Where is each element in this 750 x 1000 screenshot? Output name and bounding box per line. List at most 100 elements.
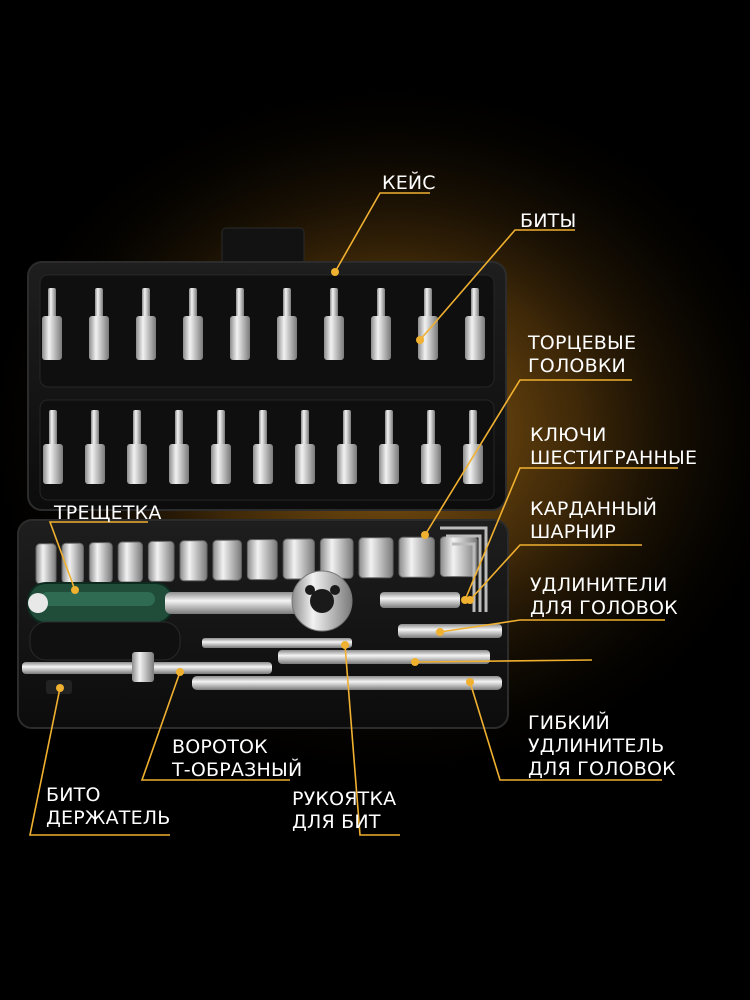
leader-dot (466, 596, 474, 604)
leader-dots (56, 268, 474, 692)
bit-socket (43, 444, 63, 484)
bit-tip (343, 410, 351, 446)
sockets-row (35, 536, 478, 585)
label-bits: БИТЫ (520, 210, 577, 232)
bit-handle-tool (29, 621, 181, 661)
leader-dot (56, 684, 64, 692)
label-case: КЕЙС (382, 172, 436, 194)
extension-mid (278, 650, 490, 664)
leader-dot (416, 336, 424, 344)
socket (35, 543, 57, 585)
label-hex-keys: КЛЮЧИ ШЕСТИГРАННЫЕ (530, 424, 698, 469)
bits-row-top (42, 288, 485, 360)
socket (358, 537, 394, 579)
socket (398, 536, 435, 578)
socket (246, 539, 278, 581)
label-t-handle: ВОРОТОК Т-ОБРАЗНЫЙ (172, 736, 303, 781)
bit-tip (175, 410, 183, 446)
socket (282, 538, 315, 580)
bit-socket (211, 444, 231, 484)
leader-dot (176, 668, 184, 676)
bit-socket (418, 316, 438, 360)
leader-line (419, 229, 575, 341)
bit-socket (253, 444, 273, 484)
extension-short-a (380, 592, 460, 608)
leader-line (334, 192, 430, 273)
t-handle-slider (132, 652, 154, 682)
hex-keys (440, 526, 488, 612)
leader-line (344, 644, 400, 836)
bit-tip (48, 288, 56, 318)
bit-tip (283, 288, 291, 318)
leader-lines (29, 192, 678, 836)
bit-socket (465, 316, 485, 360)
socket (117, 541, 143, 583)
bits-row-bottom (43, 410, 483, 484)
leader-line (469, 544, 642, 601)
bit-tip (427, 410, 435, 446)
bit-socket (295, 444, 315, 484)
bit-socket (85, 444, 105, 484)
bit-socket (421, 444, 441, 484)
leader-dot (411, 658, 419, 666)
socket (212, 539, 242, 581)
bit-socket (463, 444, 483, 484)
leader-dot (436, 628, 444, 636)
label-universal-joint: КАРДАННЫЙ ШАРНИР (530, 498, 658, 543)
bit-socket (371, 316, 391, 360)
leader-line (48, 521, 148, 591)
bit-socket (379, 444, 399, 484)
bit-socket (169, 444, 189, 484)
bit-tip (385, 410, 393, 446)
bit-socket (89, 316, 109, 360)
label-flexible-extension: ГИБКИЙ УДЛИНИТЕЛЬ ДЛЯ ГОЛОВОК (528, 712, 676, 780)
leader-line (414, 659, 593, 663)
bit-tip (259, 410, 267, 446)
bit-tip (236, 288, 244, 318)
bit-tip (330, 288, 338, 318)
ratchet (27, 570, 353, 632)
flexible-extension-tool (192, 676, 502, 690)
bit-tip (471, 288, 479, 318)
bit-tip (217, 410, 225, 446)
leader-line (140, 671, 290, 781)
leader-line (469, 681, 662, 781)
leader-dot (71, 586, 79, 594)
leader-dot (331, 268, 339, 276)
bit-socket (136, 316, 156, 360)
leader-line (439, 619, 665, 633)
bit-tip (91, 410, 99, 446)
bit-socket (183, 316, 203, 360)
leader-dot (341, 641, 349, 649)
extension-long (202, 638, 352, 648)
bit-tip (133, 410, 141, 446)
bit-tip (424, 288, 432, 318)
bit-tip (301, 410, 309, 446)
label-sockets: ТОРЦЕВЫЕ ГОЛОВКИ (528, 332, 637, 377)
bit-socket (277, 316, 297, 360)
bit-tip (377, 288, 385, 318)
leader-line (29, 687, 170, 836)
leader-dot (466, 678, 474, 686)
bit-socket (337, 444, 357, 484)
leader-line (464, 467, 678, 601)
bit-tip (142, 288, 150, 318)
socket (147, 540, 175, 582)
bit-tip (95, 288, 103, 318)
leader-dot (421, 531, 429, 539)
label-bit-holder: БИТО ДЕРЖАТЕЛЬ (46, 784, 171, 829)
label-extensions: УДЛИНИТЕЛИ ДЛЯ ГОЛОВОК (530, 574, 678, 619)
bit-socket (324, 316, 344, 360)
bit-socket (127, 444, 147, 484)
bit-tip (49, 410, 57, 446)
bit-socket (42, 316, 62, 360)
socket (179, 540, 208, 582)
bit-socket (230, 316, 250, 360)
bit-tip (189, 288, 197, 318)
label-bit-handle: РУКОЯТКА ДЛЯ БИТ (292, 788, 397, 833)
label-ratchet: ТРЕЩЕТКА (54, 502, 162, 524)
socket (88, 542, 113, 584)
leader-line (424, 379, 632, 536)
